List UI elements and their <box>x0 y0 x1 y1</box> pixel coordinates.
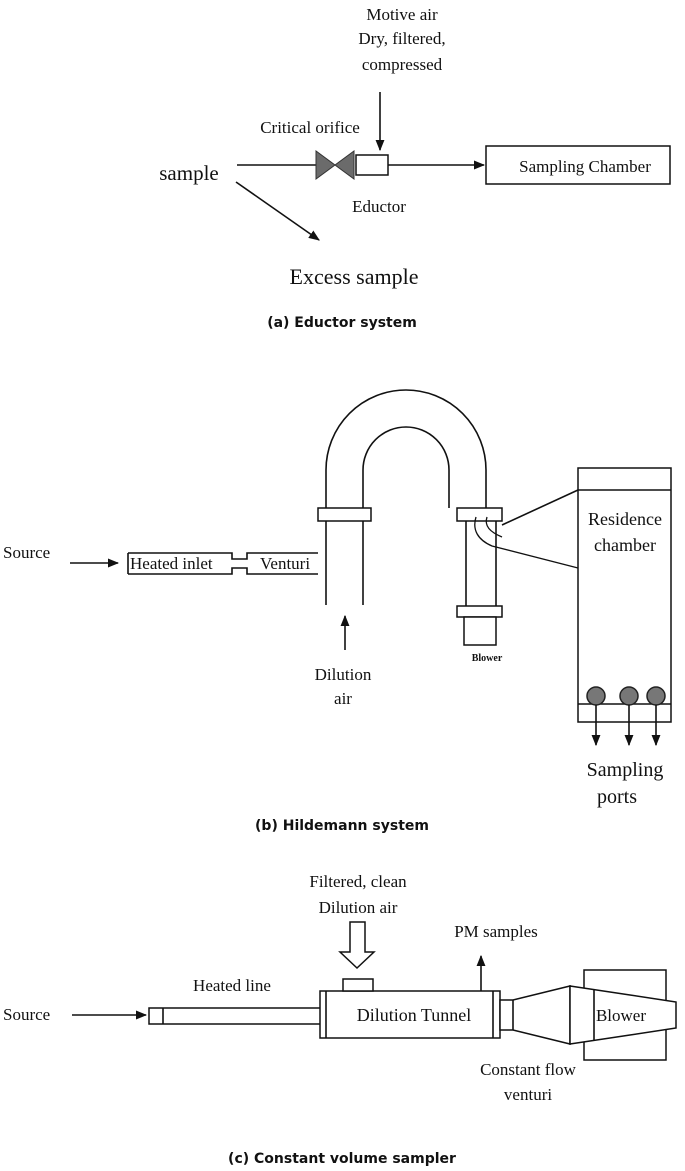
panel-a-eductor-system: Motive air Dry, filtered, compressed Cri… <box>159 5 671 331</box>
heated-inlet-label: Heated inlet <box>130 554 213 573</box>
blower-label-c: Blower <box>596 1006 646 1025</box>
sample-label: sample <box>159 161 218 185</box>
dilution-tunnel <box>319 978 501 1039</box>
panel-b-hildemann-system: Source Heated inlet Venturi Dilution air <box>3 389 672 834</box>
critical-orifice-label: Critical orifice <box>260 118 360 137</box>
sampling-port-3 <box>646 686 666 747</box>
residence-chamber-label: Residence <box>588 509 662 529</box>
chamber-connection-pipe <box>474 489 579 569</box>
blower-label-b: Blower <box>472 653 503 664</box>
motive-air-compressed-label: compressed <box>362 55 443 74</box>
filtered-air-label: Filtered, clean <box>309 872 407 891</box>
pm-samples-label: PM samples <box>454 922 538 941</box>
constant-flow-venturi-label-2: venturi <box>504 1085 552 1104</box>
dilution-tunnel-label: Dilution Tunnel <box>357 1005 472 1025</box>
eductor-label: Eductor <box>352 197 406 216</box>
blower-stack-b <box>456 521 503 646</box>
critical-orifice-valve <box>315 150 355 180</box>
sampling-port-2 <box>619 686 639 747</box>
residence-chamber <box>577 467 672 723</box>
residence-chamber-label-2: chamber <box>594 535 656 555</box>
caption-c: (c) Constant volume sampler <box>228 1151 456 1167</box>
eductor-body <box>355 154 389 176</box>
dilution-air-label-2: air <box>334 689 352 708</box>
constant-flow-venturi-label: Constant flow <box>480 1060 577 1079</box>
sampling-ports-label-2: ports <box>597 786 637 808</box>
blower-housing-c <box>569 969 677 1061</box>
caption-b: (b) Hildemann system <box>255 818 429 834</box>
panel-c-constant-volume-sampler: Filtered, clean Dilution air PM samples … <box>3 872 677 1167</box>
motive-air-detail-label: Dry, filtered, <box>358 29 445 48</box>
dilution-air-label: Dilution <box>315 665 372 684</box>
sampling-port-1 <box>586 686 606 747</box>
sampling-ports-label: Sampling <box>587 759 664 781</box>
dilution-air-inlet-arrow <box>338 921 376 970</box>
excess-sample-arrow <box>235 181 320 241</box>
excess-sample-label: Excess sample <box>290 264 419 289</box>
filtered-air-label-2: Dilution air <box>319 898 398 917</box>
source-label-c: Source <box>3 1005 50 1024</box>
venturi-label: Venturi <box>260 554 310 573</box>
constant-flow-venturi <box>499 985 571 1045</box>
heated-line-label: Heated line <box>193 976 271 995</box>
motive-air-label: Motive air <box>366 5 438 24</box>
sampling-chamber-label: Sampling Chamber <box>519 157 651 176</box>
heated-inlet-venturi-pipe <box>127 552 318 575</box>
source-label-b: Source <box>3 543 50 562</box>
u-tube-duct <box>317 389 503 522</box>
caption-a: (a) Eductor system <box>267 315 417 331</box>
sampling-chamber-box <box>485 145 671 185</box>
heated-line-pipe <box>148 1007 322 1025</box>
